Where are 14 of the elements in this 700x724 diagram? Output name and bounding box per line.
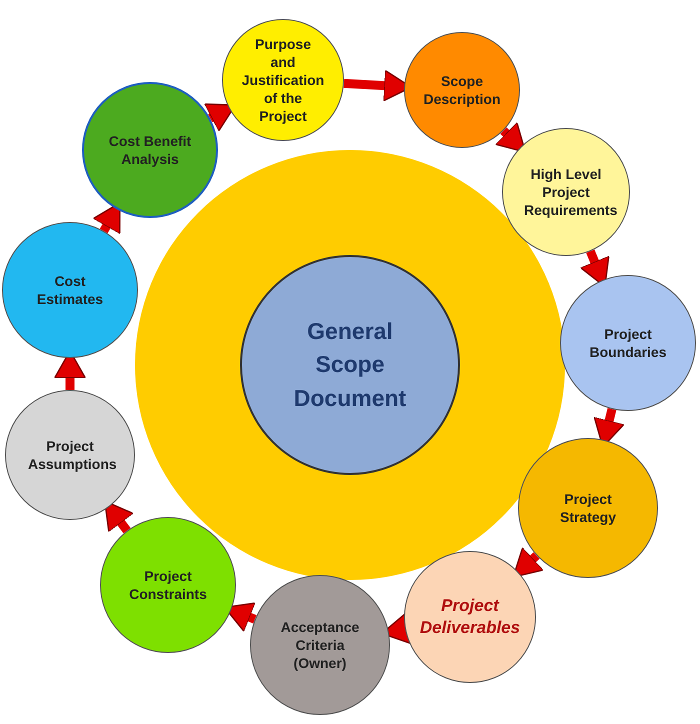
node-label: Cost Benefit Analysis bbox=[108, 132, 192, 168]
node-label: Project Strategy bbox=[558, 490, 618, 526]
node-label: Purpose and Justification of the Project bbox=[240, 34, 326, 126]
node-label: High Level Project Requirements bbox=[523, 164, 616, 220]
node-label: Acceptance Criteria (Owner) bbox=[280, 618, 360, 672]
node-label: Project Assumptions bbox=[27, 436, 118, 474]
node-label: Scope Description bbox=[422, 72, 502, 108]
arrow bbox=[494, 122, 526, 153]
node-label: Project Constraints bbox=[128, 566, 208, 604]
node-label: Project Boundaries bbox=[588, 324, 668, 362]
node-label: Cost Estimates bbox=[36, 272, 104, 308]
node-label: General Scope Document bbox=[292, 316, 408, 413]
node-label: Project Deliverables bbox=[418, 594, 522, 639]
arrow bbox=[512, 546, 544, 578]
